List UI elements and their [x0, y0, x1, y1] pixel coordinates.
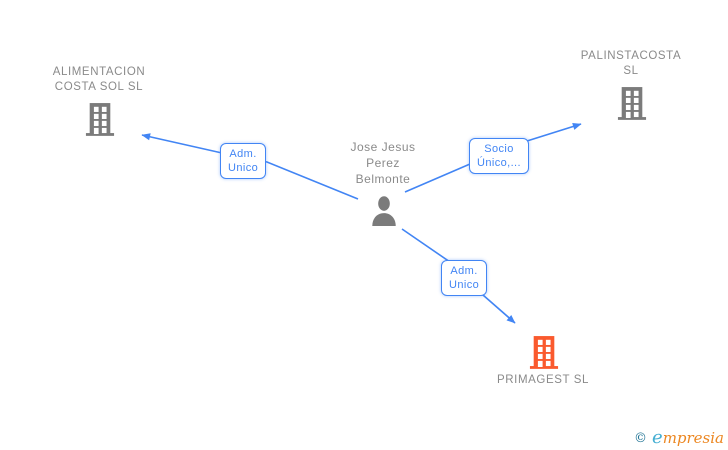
building-icon-palinstacosta[interactable] [617, 86, 647, 120]
company-name-line: SL [623, 65, 639, 77]
person-name-line: Belmonte [355, 172, 411, 186]
edge-label-line: Socio [484, 143, 514, 155]
person-icon[interactable] [369, 195, 399, 227]
empresia-logo-text: mpresia [662, 429, 724, 447]
person-name-line: Perez [366, 156, 400, 170]
company-name-line: COSTA SOL SL [54, 81, 144, 93]
edge-label-adm-unico-bottom: Adm. Unico [441, 260, 488, 296]
edge-label-adm-unico-left: Adm. Unico [220, 143, 267, 179]
edge-label-socio-unico-right: Socio Único,... [469, 138, 529, 174]
company-name-line: PRIMAGEST SL [497, 374, 589, 386]
person-name-line: Jose Jesus [350, 140, 416, 154]
edge-label-line: Único,... [477, 157, 521, 169]
company-label-alimentacion-costa-sol[interactable]: ALIMENTACION COSTA SOL SL [53, 65, 146, 95]
company-name-line: ALIMENTACION [52, 66, 146, 78]
company-label-primagest[interactable]: PRIMAGEST SL [497, 373, 589, 388]
company-label-palinstacosta[interactable]: PALINSTACOSTA SL [581, 49, 681, 79]
edge-label-line: Unico [228, 162, 259, 174]
company-name-line: PALINSTACOSTA [580, 50, 682, 62]
edge-label-line: Unico [449, 279, 480, 291]
building-icon-alimentacion[interactable] [85, 102, 115, 136]
empresia-logo: © empresia [634, 427, 724, 448]
edge-label-line: Adm. [450, 265, 478, 277]
copyright-icon: © [634, 431, 648, 446]
building-icon-primagest[interactable] [529, 335, 559, 369]
edge-label-line: Adm. [229, 148, 257, 160]
person-label-jose-jesus-perez-belmonte[interactable]: Jose Jesus Perez Belmonte [350, 139, 415, 187]
empresia-logo-e: e [652, 427, 663, 448]
